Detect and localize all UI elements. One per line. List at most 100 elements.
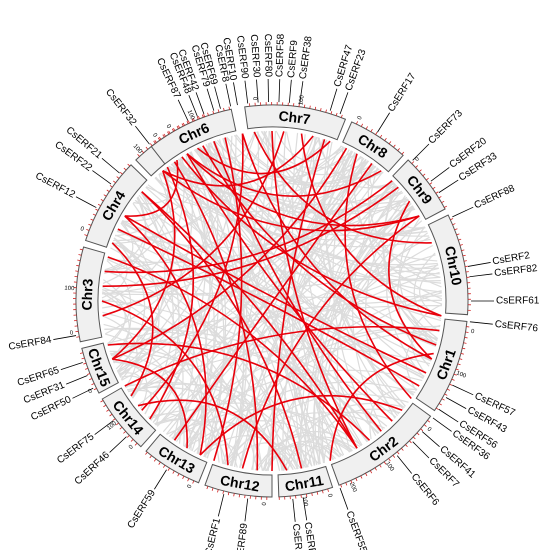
gene-label-cserf32: CsERF32 <box>103 87 139 128</box>
tick-mark <box>317 492 318 495</box>
gene-leader-line <box>110 437 127 453</box>
gene-leader-line <box>433 418 452 432</box>
tick-mark <box>356 478 357 481</box>
tick-mark <box>110 414 112 416</box>
gene-leader-line <box>102 158 120 173</box>
tick-mark <box>193 481 194 484</box>
gene-leader-line <box>289 80 291 103</box>
gene-leader-line <box>293 499 295 522</box>
tick-mark <box>80 249 83 250</box>
gene-label-cserf46: CsERF46 <box>73 449 113 487</box>
tick-mark <box>91 384 94 385</box>
tick-mark <box>433 187 435 189</box>
tick-mark <box>453 224 456 225</box>
gene-label-cserf58: CsERF58 <box>274 33 287 77</box>
gene-leader-line <box>245 81 248 104</box>
gene-leader-line <box>76 197 96 208</box>
tick-mark <box>398 148 400 150</box>
tick-mark <box>197 117 198 120</box>
tick-mark <box>173 471 174 474</box>
gene-leader-line <box>470 274 493 277</box>
tick-mark <box>208 113 209 116</box>
tick-mark <box>123 431 125 433</box>
gene-leader-line <box>215 87 221 109</box>
tick-mark <box>177 126 178 129</box>
tick-mark <box>207 486 208 489</box>
tick-mark <box>213 111 214 114</box>
tick-mark <box>120 172 122 174</box>
tick-mark <box>356 121 357 124</box>
tick-label-chr5: 0 <box>165 124 172 131</box>
tick-label-chr9: 0 <box>414 156 421 163</box>
tick-mark <box>85 368 88 369</box>
tick-mark <box>178 125 179 128</box>
tick-mark <box>103 405 106 407</box>
tick-mark <box>416 166 418 168</box>
tick-mark <box>218 109 219 112</box>
tick-label-chr6: 0 <box>151 132 158 139</box>
tick-mark <box>89 379 92 380</box>
tick-mark <box>110 185 112 187</box>
gene-label-cserf76: CsERF76 <box>494 319 539 335</box>
tick-mark <box>187 121 188 124</box>
tick-mark <box>464 343 467 344</box>
tick-mark <box>465 337 468 338</box>
tick-mark <box>145 452 147 454</box>
gene-leader-line <box>135 126 149 144</box>
tick-mark <box>336 113 337 116</box>
tick-mark <box>150 456 152 458</box>
tick-label-chr2: 0 <box>426 426 433 433</box>
tick-mark <box>88 224 91 225</box>
tick-mark <box>346 483 347 486</box>
gene-leader-line <box>340 92 348 114</box>
tick-mark <box>459 359 462 360</box>
tick-label-chr1: 0 <box>470 329 475 336</box>
tick-mark <box>366 126 367 129</box>
tick-mark <box>167 132 169 135</box>
gene-leader-line <box>330 89 337 111</box>
tick-mark <box>423 174 425 176</box>
tick-mark <box>462 348 465 349</box>
gene-label-cserf89: CsERF89 <box>234 522 250 550</box>
tick-mark <box>444 206 447 207</box>
tick-label-chr8: 0 <box>357 115 364 121</box>
tick-label-chr7: 100 <box>298 94 306 105</box>
tick-mark <box>439 403 442 405</box>
tick-label-chr12: 0 <box>262 501 268 505</box>
gene-leader-line <box>468 262 491 266</box>
tick-mark <box>322 490 323 493</box>
tick-mark <box>107 190 109 192</box>
tick-mark <box>361 124 362 127</box>
tick-mark <box>402 152 404 154</box>
tick-mark <box>370 471 372 474</box>
tick-mark <box>204 114 205 117</box>
tick-mark <box>393 455 395 457</box>
tick-mark <box>326 110 327 113</box>
gene-leader-line <box>61 362 83 369</box>
tick-mark <box>127 435 129 437</box>
tick-mark <box>376 132 378 135</box>
tick-mark <box>159 462 161 464</box>
gene-label-cserf59: CsERF59 <box>126 488 159 531</box>
tick-mark <box>427 420 429 422</box>
tick-label-chr3: 100 <box>64 286 75 293</box>
tick-mark <box>430 183 432 185</box>
tick-mark <box>101 199 104 201</box>
tick-mark <box>124 168 126 170</box>
tick-mark <box>76 265 79 266</box>
tick-label-chr5: 100 <box>132 143 144 155</box>
gene-label-cserf61: CsERF61 <box>496 296 540 307</box>
tick-mark <box>212 488 213 491</box>
tick-mark <box>458 239 461 240</box>
tick-mark <box>188 120 189 123</box>
gene-label-cserf17: CsERF17 <box>386 71 419 114</box>
tick-mark <box>163 135 165 138</box>
gene-label-cserf55: CsERF55 <box>343 510 368 550</box>
tick-mark <box>442 201 445 203</box>
tick-mark <box>310 106 311 109</box>
gene-leader-line <box>340 488 348 510</box>
tick-mark <box>380 465 382 468</box>
tick-mark <box>366 473 367 476</box>
tick-mark <box>397 452 399 454</box>
